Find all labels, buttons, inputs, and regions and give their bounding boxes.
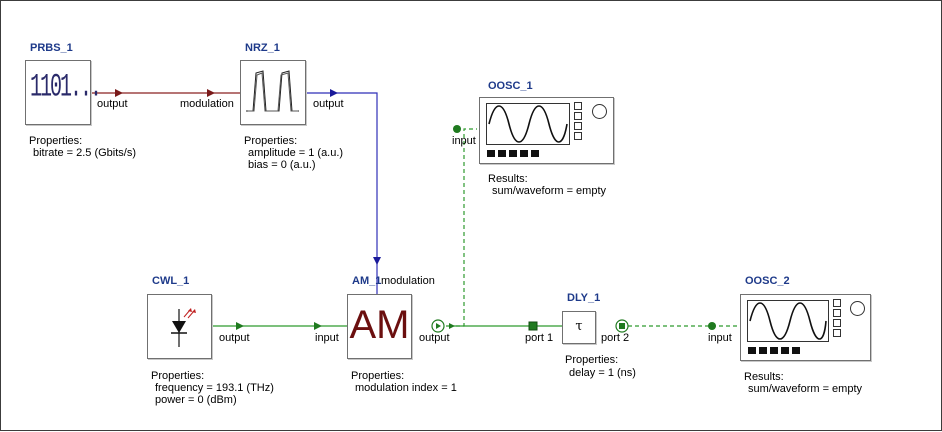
oosc1-result-waveform: sum/waveform = empty	[492, 185, 607, 197]
prbs-title: PRBS_1	[30, 42, 73, 54]
oosc1-input-label: input	[452, 135, 476, 147]
oosc1-knob-btn	[574, 122, 582, 130]
oosc1-results-header: Results:	[488, 173, 528, 185]
nrz-output-label: output	[313, 98, 344, 110]
am-input-label: input	[315, 332, 339, 344]
port-arrow-nrz-output[interactable]	[330, 89, 338, 97]
oosc2-results-header: Results:	[744, 371, 784, 383]
laser-diode-icon	[171, 308, 196, 347]
dly-props-header: Properties:	[565, 354, 619, 366]
port-oosc1-input[interactable]	[453, 125, 461, 133]
oosc2-knob-btn	[833, 309, 841, 317]
oosc2-sine-icon	[749, 302, 827, 340]
dly-port2-label: port 2	[601, 332, 630, 344]
dly-title: DLY_1	[567, 292, 601, 304]
am-modulation-label: modulation	[381, 275, 435, 287]
port-am-output-arrow	[436, 323, 441, 329]
prbs-props-header: Properties:	[29, 135, 83, 147]
oosc2-knob-btn	[833, 299, 841, 307]
cwl-block[interactable]	[147, 294, 212, 359]
prbs-block[interactable]: 1101...	[25, 60, 102, 125]
oosc2-block[interactable]	[740, 294, 871, 361]
oosc1-dial-icon	[592, 104, 607, 119]
cwl-prop-power: power = 0 (dBm)	[155, 394, 237, 406]
dly-port1-label: port 1	[525, 332, 554, 344]
prbs-bits-icon: 1101...	[30, 70, 102, 107]
port-dly-port2-core	[619, 323, 625, 329]
oosc1-knob-btn	[574, 102, 582, 110]
wire-nrz-am[interactable]	[305, 92, 378, 299]
am-output-label: output	[419, 332, 450, 344]
oosc1-title: OOSC_1	[488, 80, 533, 92]
oosc2-input-label: input	[708, 332, 732, 344]
port-arrow-nrz-input[interactable]	[207, 89, 215, 97]
nrz-pulse-icon	[246, 70, 299, 112]
nrz-prop-bias: bias = 0 (a.u.)	[248, 159, 316, 171]
oosc1-knob-btn	[574, 132, 582, 140]
am-props-header: Properties:	[351, 370, 405, 382]
oosc2-knob-btn	[833, 319, 841, 327]
cwl-prop-frequency: frequency = 193.1 (THz)	[155, 382, 274, 394]
oosc2-buttons	[748, 347, 800, 354]
am-title: AM_1	[352, 275, 382, 287]
oosc1-block[interactable]	[479, 97, 614, 164]
oosc2-screen	[747, 300, 829, 342]
wire-am-oosc1[interactable]	[456, 128, 477, 327]
oosc2-knob-btn	[833, 329, 841, 337]
prbs-output-label: output	[97, 98, 128, 110]
nrz-prop-amplitude: amplitude = 1 (a.u.)	[248, 147, 344, 159]
prbs-prop-bitrate: bitrate = 2.5 (Gbits/s)	[33, 147, 137, 159]
port-oosc2-input[interactable]	[708, 322, 716, 330]
cwl-output-label: output	[219, 332, 250, 344]
oosc2-dial-icon	[850, 301, 865, 316]
am-prop-modulation-index: modulation index = 1	[355, 382, 457, 394]
dly-prop-delay: delay = 1 (ns)	[569, 367, 636, 379]
port-arrow-prbs-output[interactable]	[115, 89, 123, 97]
dly-block[interactable]: τ	[562, 311, 596, 344]
nrz-title: NRZ_1	[245, 42, 280, 54]
tau-icon: τ	[575, 319, 583, 334]
oosc2-title: OOSC_2	[745, 275, 790, 287]
port-arrow-am-modulation[interactable]	[373, 257, 381, 265]
nrz-block[interactable]	[240, 60, 306, 125]
oosc1-knob-btn	[574, 112, 582, 120]
am-icon-text: AM	[349, 303, 410, 347]
nrz-props-header: Properties:	[244, 135, 298, 147]
oosc1-screen	[486, 103, 570, 145]
port-arrow-am-input[interactable]	[314, 322, 322, 330]
nrz-modulation-label: modulation	[180, 98, 234, 110]
cwl-props-header: Properties:	[151, 370, 205, 382]
port-dly-port1[interactable]	[528, 321, 538, 331]
cwl-title: CWL_1	[152, 275, 190, 287]
oosc1-buttons	[487, 150, 539, 157]
oosc1-sine-icon	[488, 105, 568, 143]
oosc2-result-waveform: sum/waveform = empty	[748, 383, 863, 395]
port-arrow-cwl-output[interactable]	[236, 322, 244, 330]
arrow-am-output-tip	[449, 323, 455, 329]
am-block[interactable]: AM	[347, 294, 412, 359]
